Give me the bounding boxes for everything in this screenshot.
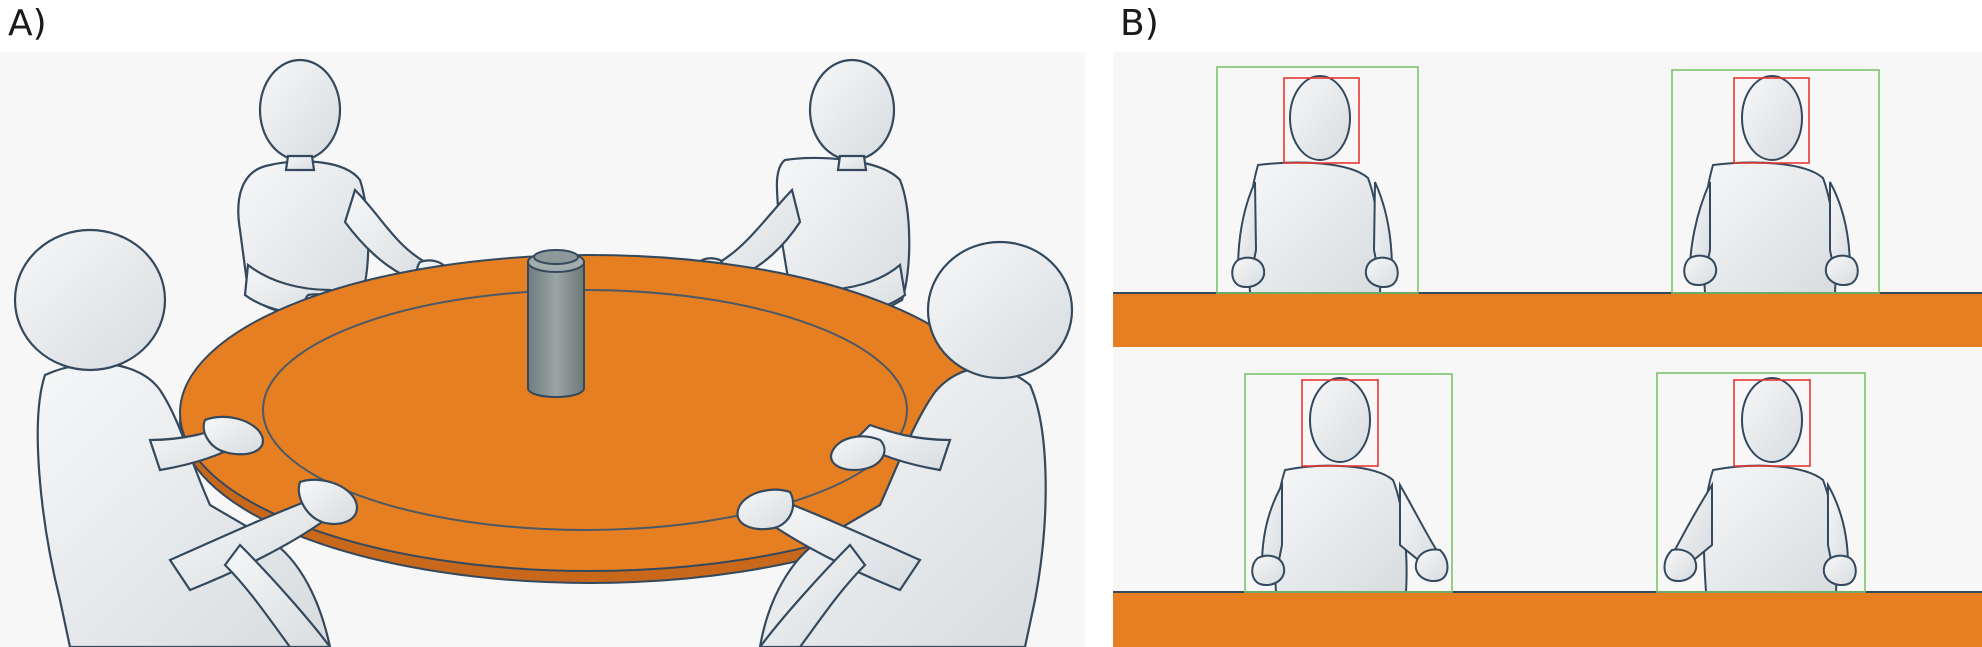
cylinder-can (527, 249, 585, 398)
person-bottom-right (1656, 372, 1866, 593)
body-bounding-box (1244, 373, 1453, 593)
figure-back-right (690, 58, 911, 327)
body-bounding-box (1656, 372, 1866, 593)
figure-front-left (13, 228, 359, 647)
body-bounding-box (1216, 66, 1419, 294)
body-bounding-box (1671, 69, 1880, 294)
person-top-left (1216, 66, 1419, 294)
face-bounding-box (1283, 77, 1360, 164)
panel-a-scene (0, 52, 1085, 647)
panel-b-label: B) (1120, 3, 1159, 44)
panel-a-label: A) (8, 3, 47, 44)
panel-b-background (1113, 52, 1982, 647)
face-bounding-box (1301, 379, 1379, 467)
figure-front-right (736, 240, 1074, 647)
face-bounding-box (1733, 77, 1810, 164)
person-top-right (1671, 69, 1880, 294)
panel-b-scene (1113, 52, 1982, 647)
table-strip-top (1113, 293, 1982, 347)
person-bottom-left (1244, 373, 1453, 593)
round-table (179, 254, 1001, 584)
face-bounding-box (1733, 379, 1811, 467)
table-strip-bottom (1113, 592, 1982, 647)
